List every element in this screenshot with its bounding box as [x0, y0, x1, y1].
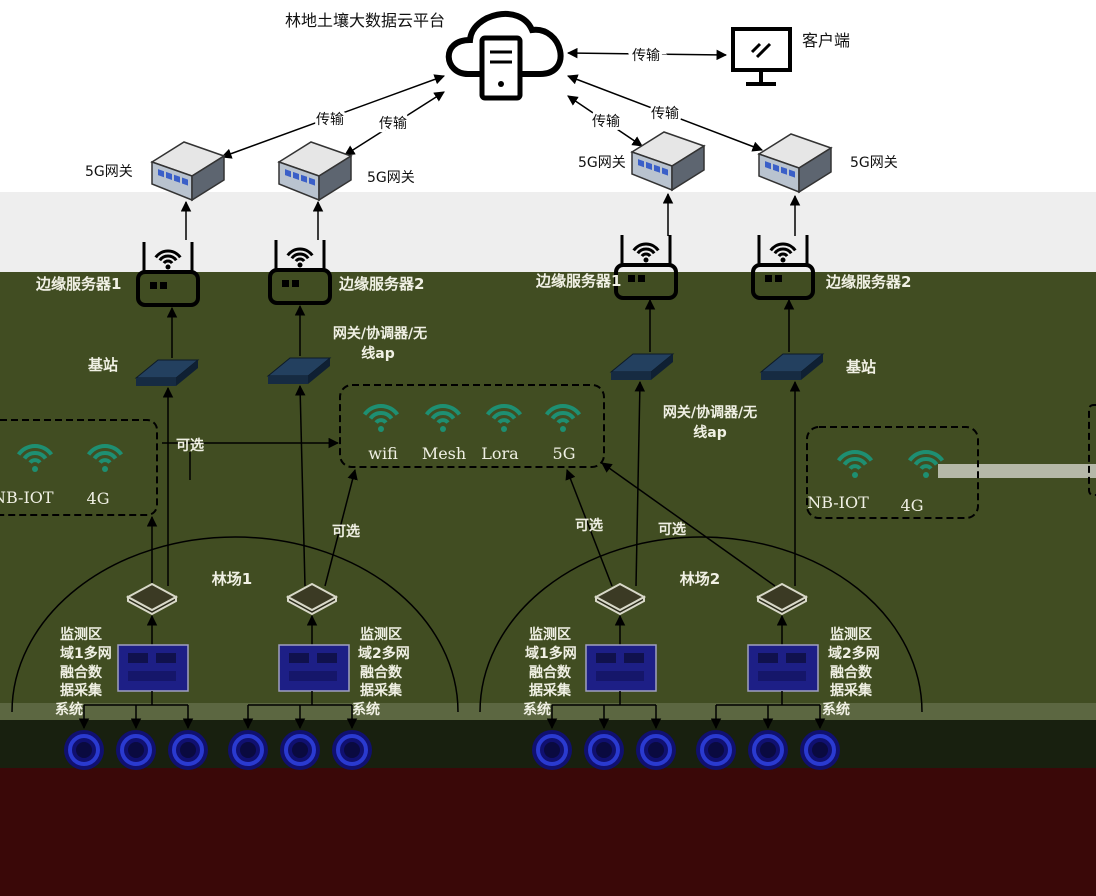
gateway-coordinator-right-line1: 网关/协调器/无: [663, 404, 757, 421]
optional-label-1: 可选: [176, 437, 204, 454]
optional-label-3: 可选: [575, 517, 603, 534]
sensor-links: [78, 691, 826, 730]
zone-label-line: 据采集: [60, 682, 103, 699]
protocol-5g: 5G: [553, 444, 576, 463]
transfer-label-3: 传输: [592, 114, 620, 130]
band-bottom: [0, 768, 1096, 896]
platform-title: 林地土壤大数据云平台: [285, 11, 445, 30]
protocol-nbiot-left: NB-IOT: [0, 488, 54, 507]
monitor-icon: [731, 27, 792, 86]
zone-label-forest2-zone1: 监测区 域1多网 融合数 据采集 系统: [523, 626, 577, 718]
5g-gateway-label-2: 5G网关: [367, 170, 415, 186]
zone-label-line: 系统: [822, 701, 850, 718]
protocol-wifi: wifi: [368, 444, 398, 463]
zone-label-line: 域2多网: [358, 645, 410, 662]
link-switch3-shared: [565, 469, 613, 587]
cellular-box-left: [0, 419, 158, 516]
zone-label-line: 据采集: [529, 682, 572, 699]
cellular-box-right: [806, 426, 979, 519]
zone-label-line: 融合数: [60, 664, 103, 681]
link-cloud-client: [566, 47, 728, 61]
collector-box-icon-2: [278, 644, 350, 692]
band-olive: [0, 272, 1096, 703]
transfer-label-2: 传输: [379, 116, 407, 132]
gateway-coordinator-right-line2: 线ap: [693, 424, 726, 441]
sensor-node-icon: [530, 728, 574, 772]
optional-label-4: 可选: [658, 521, 686, 538]
base-station-label-left: 基站: [87, 356, 118, 374]
sensor-node-icon: [278, 728, 322, 772]
zone-label-line: 融合数: [830, 664, 873, 681]
sensor-node-icon: [226, 728, 270, 772]
sensor-node-icon: [694, 728, 738, 772]
sensor-node-icon: [746, 728, 790, 772]
zone-label-line: 域1多网: [525, 645, 577, 662]
base-station-label-right: 基站: [845, 358, 876, 376]
zone-label-line: 系统: [55, 701, 83, 718]
zone-label-line: 监测区: [830, 626, 872, 643]
edge-server-label-2: 边缘服务器2: [338, 275, 424, 293]
protocol-nbiot-right: NB-IOT: [807, 493, 869, 512]
link-cloud-gateway-1: [221, 74, 445, 159]
protocol-lora: Lora: [481, 444, 519, 463]
link-switch3-bs: [634, 380, 646, 587]
optional-label-2: 可选: [332, 523, 360, 540]
edge-server-label-3: 边缘服务器1: [535, 272, 621, 290]
edge-server-label-4: 边缘服务器2: [825, 273, 911, 291]
zone-label-line: 域1多网: [60, 645, 112, 662]
link-switch2-shared: [324, 468, 358, 587]
zone-label-forest2-zone2: 监测区 域2多网 融合数 据采集 系统: [822, 626, 880, 718]
zone-label-line: 监测区: [360, 626, 402, 643]
link-switch4-shared: [601, 462, 776, 587]
gateway-coordinator-left-line1: 网关/协调器/无: [333, 325, 427, 342]
cloud-server-icon: [445, 11, 564, 101]
5g-gateway-label-4: 5G网关: [850, 155, 898, 171]
zone-label-line: 域2多网: [828, 645, 880, 662]
sensor-node-icon: [166, 728, 210, 772]
zone-label-line: 系统: [352, 701, 380, 718]
shared-protocol-box: [339, 384, 605, 468]
link-switch2-bs: [294, 384, 306, 587]
zone-label-forest1-zone1: 监测区 域1多网 融合数 据采集 系统: [55, 626, 112, 718]
client-label: 客户端: [802, 31, 850, 50]
zone-label-line: 据采集: [360, 682, 403, 699]
band-light-strip: [938, 464, 1096, 478]
protocol-4g-left: 4G: [87, 489, 110, 508]
collector-box-icon-4: [747, 644, 819, 692]
forest-area-1: [11, 536, 459, 713]
sensor-node-icon: [582, 728, 626, 772]
sensor-node-icon: [798, 728, 842, 772]
collector-box-icon-3: [585, 644, 657, 692]
5g-gateway-label-1: 5G网关: [85, 164, 133, 180]
forest-name-2: 林场2: [680, 570, 720, 588]
sensor-node-icon: [330, 728, 374, 772]
5g-gateway-label-3: 5G网关: [578, 155, 626, 171]
transfer-label-client: 传输: [632, 48, 660, 64]
zone-label-line: 融合数: [360, 664, 403, 681]
sensor-node-icon: [634, 728, 678, 772]
zone-label-line: 据采集: [830, 682, 873, 699]
forest-area-2: [479, 536, 923, 713]
protocol-4g-right: 4G: [901, 496, 924, 515]
cellular-box-far-right: [1088, 404, 1096, 496]
zone-label-line: 系统: [523, 701, 551, 718]
zone-label-line: 融合数: [529, 664, 572, 681]
protocol-mesh: Mesh: [422, 444, 466, 463]
zone-label-line: 监测区: [529, 626, 571, 643]
forest-name-1: 林场1: [212, 570, 252, 588]
transfer-label-1: 传输: [316, 112, 344, 128]
collector-box-icon-1: [117, 644, 189, 692]
transfer-label-4: 传输: [651, 106, 679, 122]
sensor-node-icon: [62, 728, 106, 772]
band-mid: [0, 703, 1096, 720]
zone-label-line: 监测区: [60, 626, 102, 643]
edge-server-label-1: 边缘服务器1: [35, 275, 121, 293]
sensor-node-icon: [114, 728, 158, 772]
zone-label-forest1-zone2: 监测区 域2多网 融合数 据采集 系统: [352, 626, 410, 718]
band-gray: [0, 192, 1096, 272]
link-cloud-gateway-4: [567, 74, 763, 152]
link-cloud-gateway-2: [344, 91, 445, 156]
gateway-coordinator-left-line2: 线ap: [361, 345, 394, 362]
